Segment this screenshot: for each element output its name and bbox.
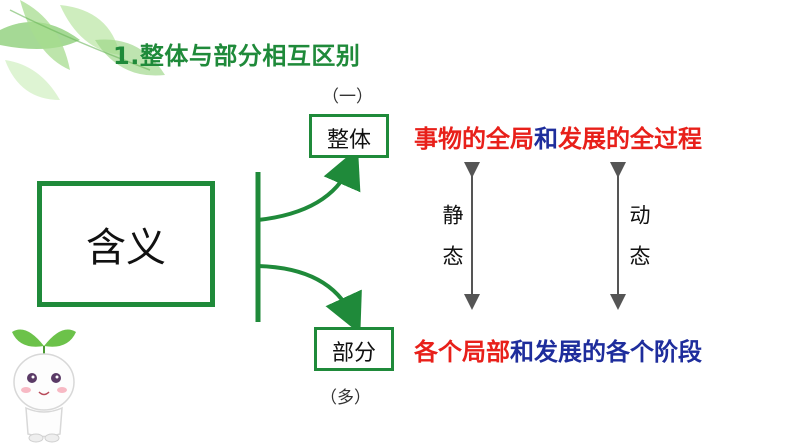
arrow-to-whole <box>257 147 361 222</box>
whole-desc-red: 事物的全局 <box>414 125 534 153</box>
page-title: 1.整体与部分相互区别 <box>113 42 361 70</box>
part-description: 各个局部和发展的各个阶段 <box>414 332 702 367</box>
part-label: 部分 <box>331 341 376 366</box>
meaning-label: 含义 <box>86 225 166 271</box>
static-label: 静态 <box>440 204 464 286</box>
whole-box: 整体 <box>309 114 389 158</box>
dynamic-label: 动态 <box>627 204 651 286</box>
whole-desc-red2: 发展的全过程 <box>558 125 702 153</box>
whole-paren: （一） <box>322 87 373 107</box>
whole-label: 整体 <box>326 128 371 153</box>
leaf-decoration <box>0 0 165 100</box>
part-paren: （多） <box>320 388 371 408</box>
part-desc-and: 和 <box>510 338 534 366</box>
whole-description: 事物的全局和发展的全过程 <box>414 119 702 154</box>
part-desc-blue: 发展的各个阶段 <box>534 338 702 366</box>
whole-desc-and: 和 <box>534 125 558 153</box>
arrow-to-part <box>257 264 362 335</box>
part-desc-red: 各个局部 <box>414 338 510 366</box>
part-box: 部分 <box>314 327 394 371</box>
meaning-box: 含义 <box>37 181 215 307</box>
sprout-mascot-icon <box>12 329 76 443</box>
